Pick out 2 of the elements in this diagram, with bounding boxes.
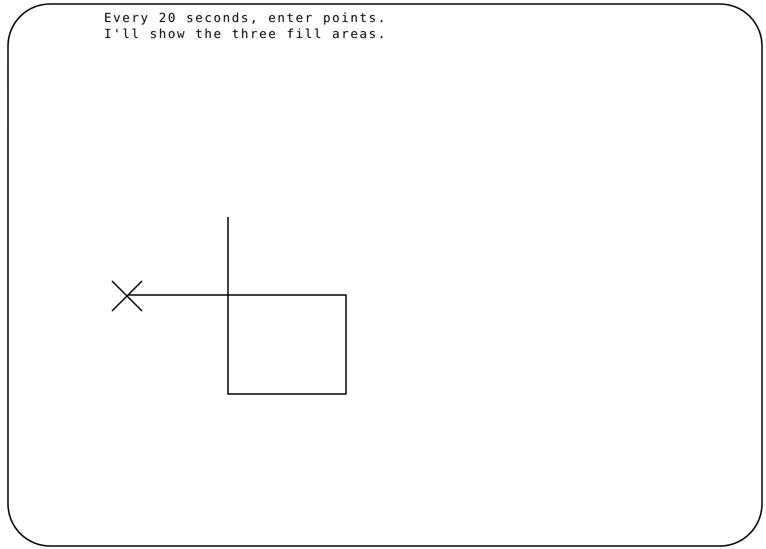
instruction-text: I'll show the three fill areas.	[104, 26, 387, 41]
instruction-text: Every 20 seconds, enter points.	[104, 10, 387, 25]
